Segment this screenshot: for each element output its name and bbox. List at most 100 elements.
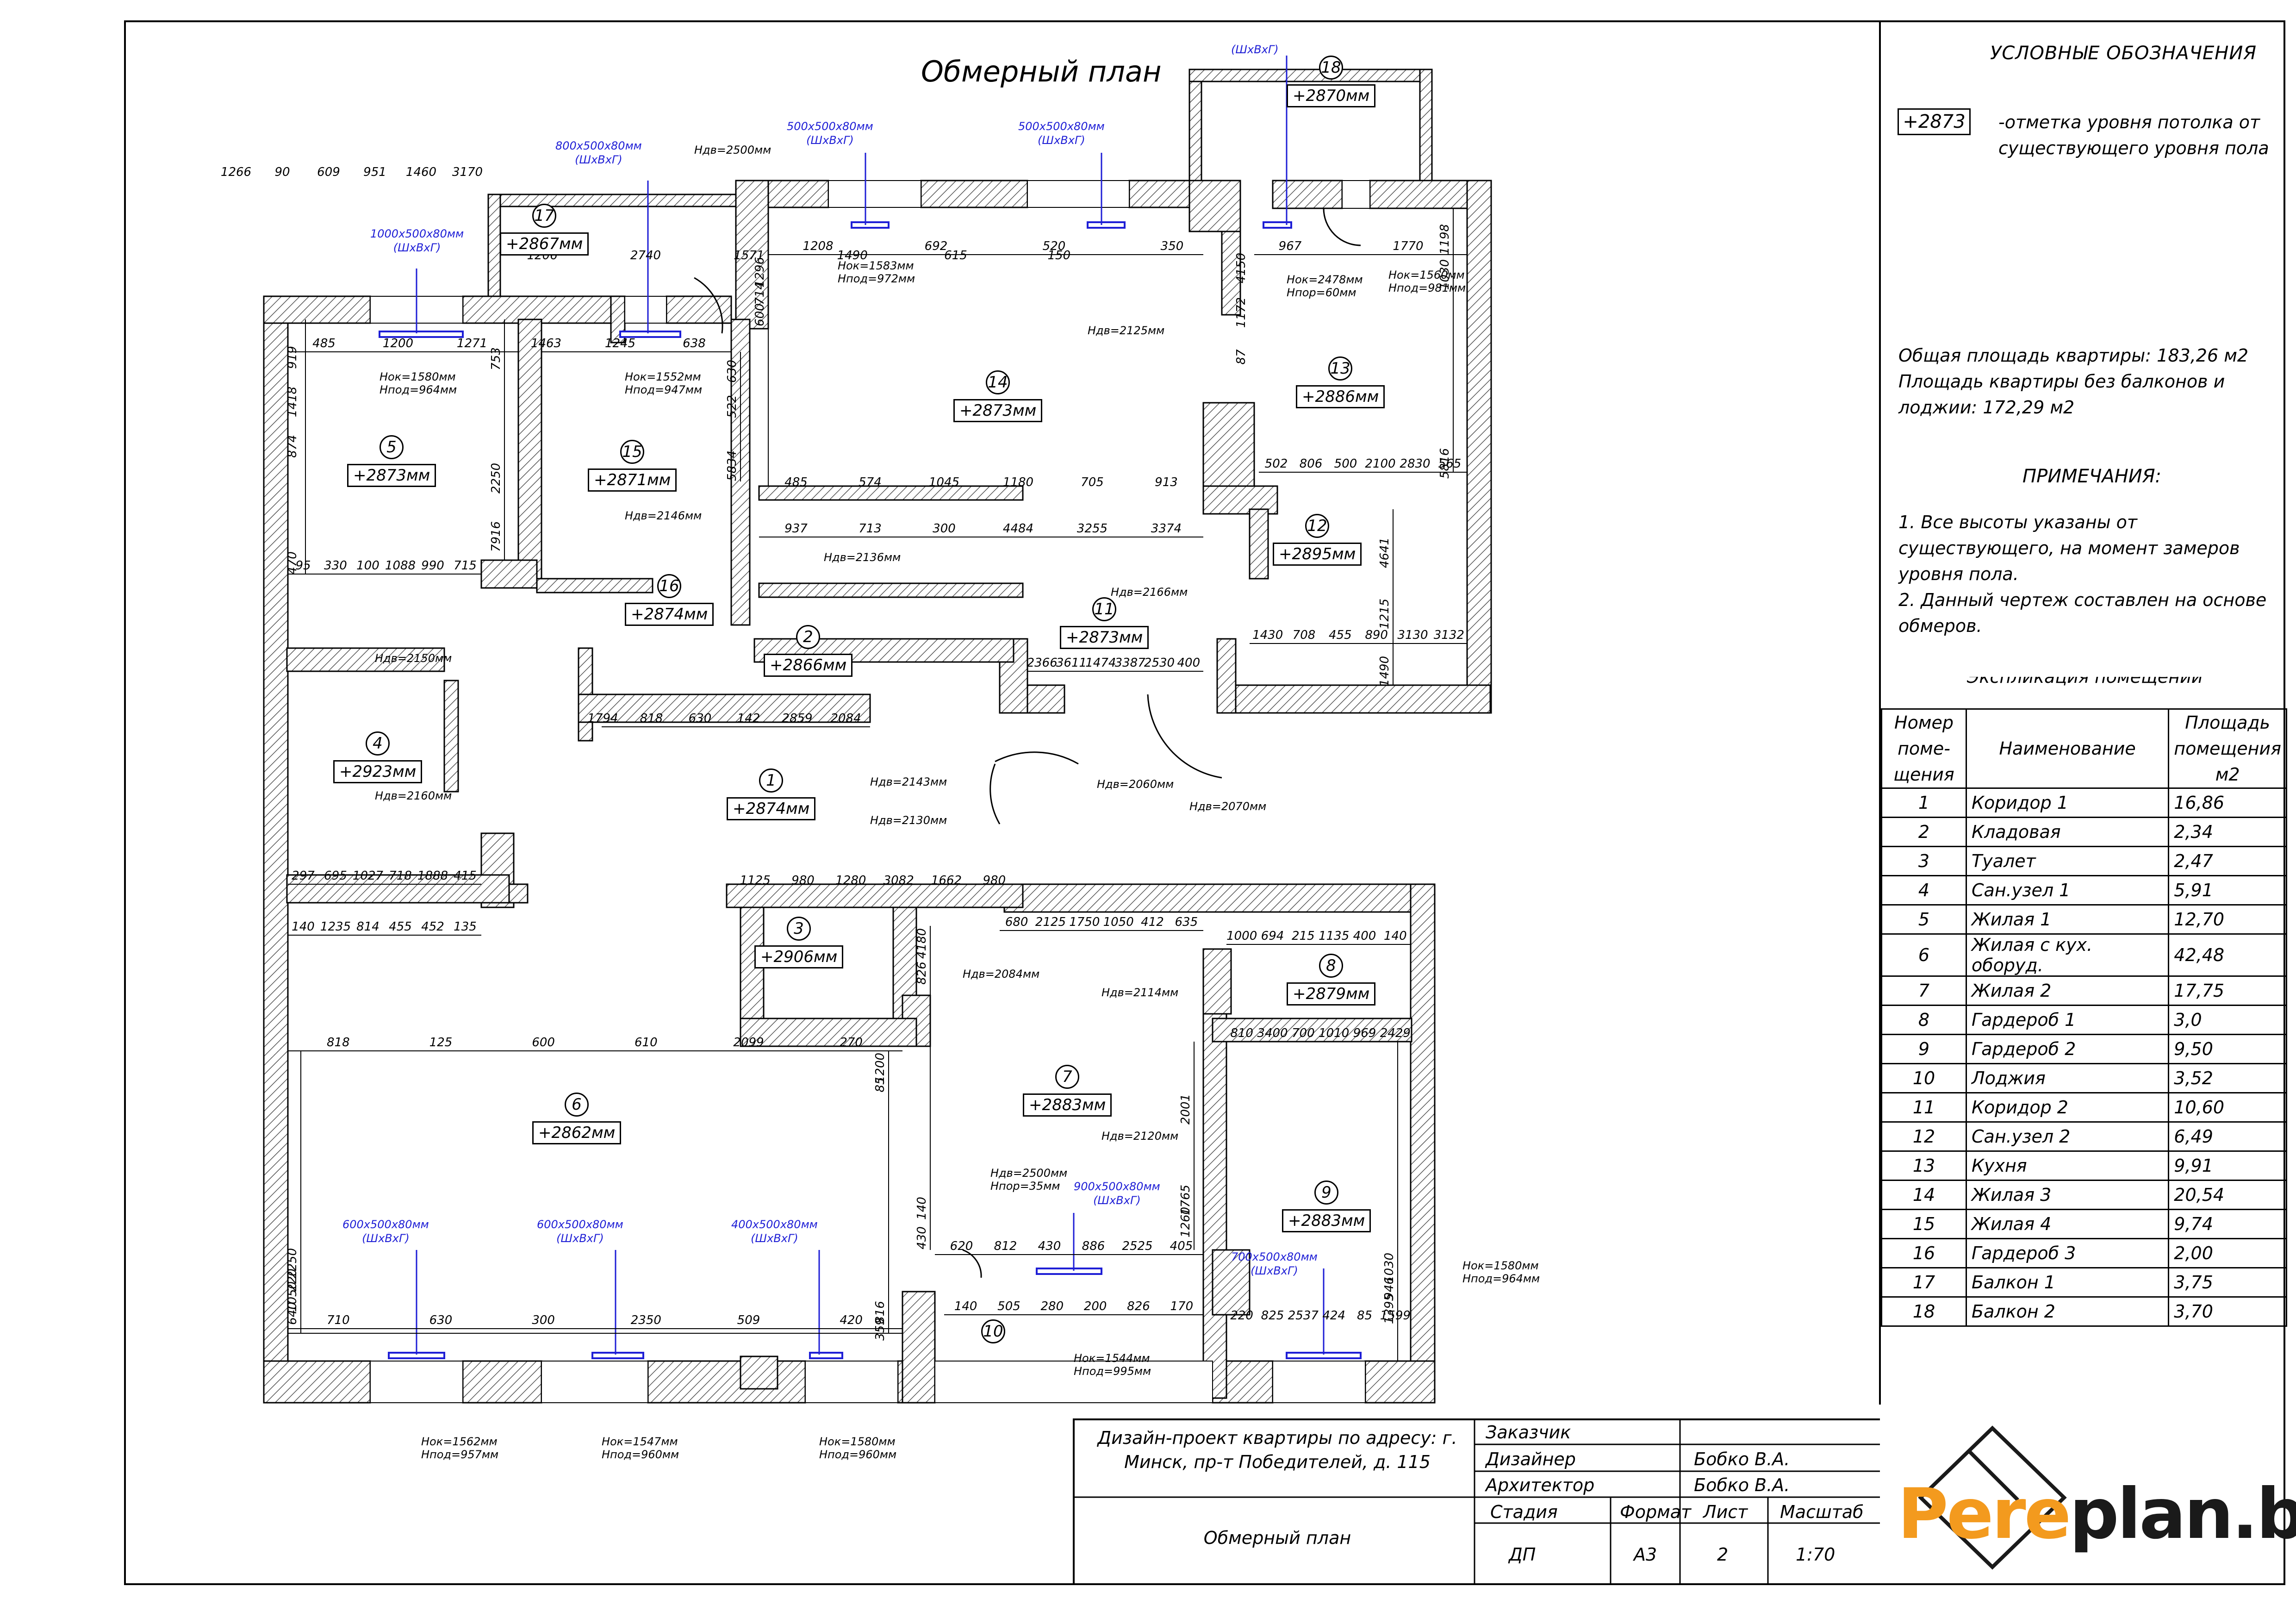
format-value: А3 [1634,1544,1657,1565]
dimension-value: 980 [983,874,1006,887]
vent-grille [1087,221,1126,229]
wall [1410,883,1436,1404]
sheet-divider [1879,20,1881,1405]
col-number: Номер поме- щения [1881,708,1967,789]
dimension-value: 1296 [753,257,767,287]
dimension-value: 1000 [1226,929,1257,943]
dimension-value: 2125 [1035,915,1066,929]
dimension-value: 85 [1357,1309,1372,1323]
window [370,1361,463,1403]
wall [1249,508,1269,580]
dimension-value: 1245 [605,337,635,350]
dimension-value: 874 [286,435,299,458]
dimension-value: 630 [429,1313,453,1327]
notes-heading: ПРИМЕЧАНИЯ: [2022,466,2161,487]
wall [286,874,510,904]
dimension-value: 485 [784,475,808,489]
dimension-value: 826 [915,962,929,985]
room-ceiling-mark: +2873мм [953,399,1043,422]
cell-area: 2,34 [2168,817,2287,847]
cell-name: Коридор 1 [1965,787,2170,818]
dimension-value: 609 [317,165,340,179]
dimension-value: 640 [286,1302,299,1325]
room-ceiling-mark: +2923мм [333,760,423,783]
room-number: 14 [986,370,1010,394]
vent-size: 800х500х80мм [555,139,642,152]
opening-note-top: Нок=1544мм [1074,1352,1150,1365]
cell-area: 6,49 [2168,1121,2287,1152]
dimension-value: 3611 [1056,656,1087,670]
dimension-value: 990 [421,559,444,573]
door-height-note: Ндв=2130мм [870,814,947,827]
sheet-value: 2 [1717,1544,1729,1565]
dimension-value: 142 [737,712,760,725]
dimension-value: 87 [1234,349,1248,365]
dimension-value: 810 [1230,1026,1253,1040]
room-ceiling-mark: +2906мм [754,945,844,968]
opening-note-bottom: Нпод=964мм [1462,1272,1540,1285]
dimension-value: 470 [286,551,299,575]
cell-area: 42,48 [2168,933,2287,977]
col-name: Наименование [1965,708,2170,789]
vent-dims: (ШхВхГ) [1038,134,1085,147]
dimension-value: 1045 [929,475,959,489]
room-number: 2 [796,625,820,649]
room-ceiling-mark: +2866мм [764,654,853,677]
dimension-value: 1215 [1378,599,1392,629]
dimension-value: 818 [640,712,663,725]
dimension-value: 430 [915,1226,929,1249]
wall [443,680,459,793]
opening-note-top: Нок=1562мм [421,1435,498,1448]
cell-num: 8 [1881,1005,1967,1035]
room-ceiling-mark: +2879мм [1287,982,1376,1006]
dimension-value: 400 [1353,929,1376,943]
dimension-value: 1266 [221,165,251,179]
cell-area: 5,91 [2168,875,2287,906]
room-ceiling-mark: +2870мм [1287,84,1376,107]
opening-note-bottom: Нпод=964мм [380,383,457,396]
wall [1188,69,1431,82]
dimension-value: 713 [859,522,882,536]
opening-note-top: Нок=2478мм [1287,273,1363,286]
dimension-value: 2100 [1365,457,1395,471]
door-height-note: Ндв=2120мм [1101,1130,1179,1143]
dimension-value: 1395 [1382,1293,1396,1324]
dimension-value: 718 [389,869,412,883]
door-height-note: Ндв=2146мм [625,509,702,522]
door-height-note: Ндв=2060мм [1097,778,1174,791]
dimension-value: 3132 [1434,628,1464,642]
vent-dims: (ШхВхГ) [751,1232,798,1245]
vent-grille [1263,221,1292,229]
stage-value: ДП [1509,1544,1536,1565]
cell-area: 9,50 [2168,1034,2287,1064]
cell-num: 9 [1881,1034,1967,1064]
dimension-value: 694 [1261,929,1284,943]
cell-area: 9,91 [2168,1150,2287,1181]
door-swing [995,751,1079,765]
explication-table: Номер поме- щения Наименование Площадь п… [1881,708,2287,1327]
wall [1419,69,1433,181]
cell-name: Туалет [1965,846,2170,876]
window [934,1361,1213,1403]
cell-num: 16 [1881,1238,1967,1268]
opening-note-bottom: Нпод=981мм [1388,281,1466,294]
vent-size: (ШхВхГ) [1231,43,1279,56]
note-item: 1. Все высоты указаны от существующего, … [1898,512,2240,584]
dimension-value: 3082 [884,874,914,887]
cell-name: Балкон 2 [1965,1296,2170,1327]
vent-spec: (ШхВхГ) [1231,43,1279,56]
room-number: 11 [1092,597,1116,621]
wall [508,883,529,904]
cell-num: 11 [1881,1092,1967,1123]
cell-name: Сан.узел 1 [1965,875,2170,906]
dimension-value: 2350 [631,1313,661,1327]
